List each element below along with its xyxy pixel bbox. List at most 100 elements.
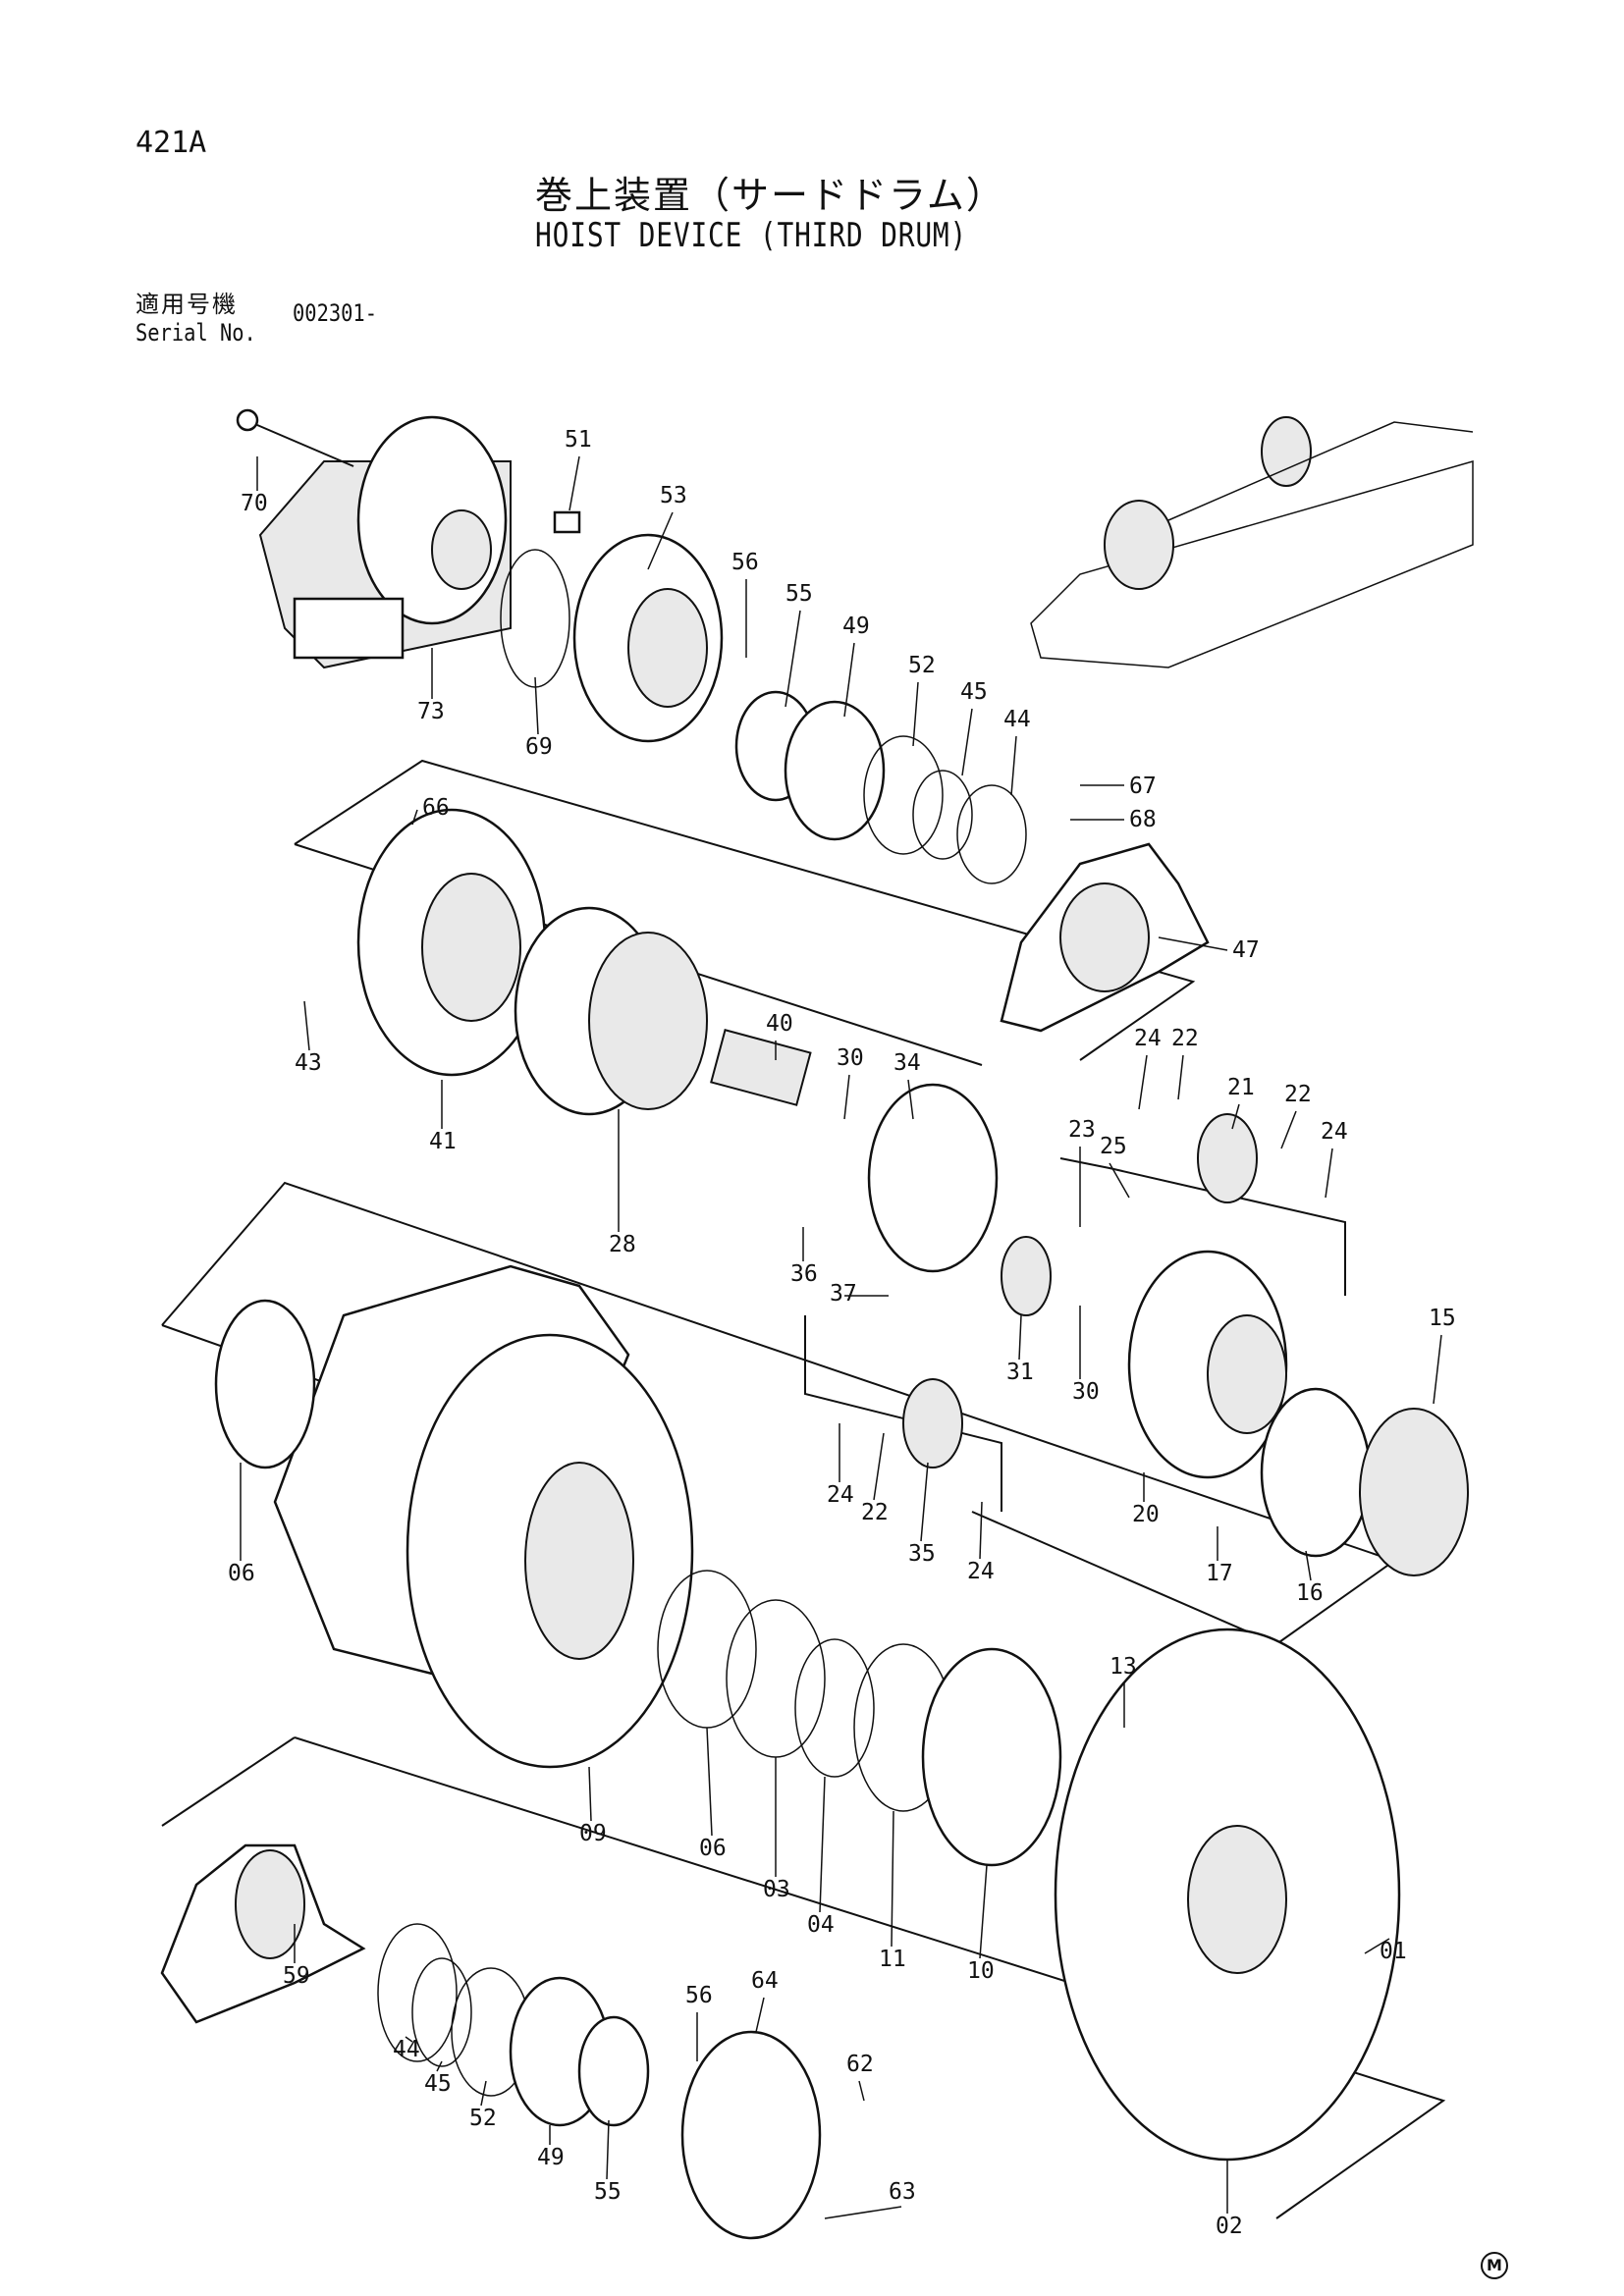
leader-line-24 — [1325, 1148, 1333, 1199]
retainer-55b — [577, 2015, 650, 2127]
part-number-label-03: 03 — [763, 1877, 790, 1902]
part-number-label-68: 68 — [1129, 807, 1157, 832]
leader-line-22 — [1280, 1110, 1297, 1149]
part-number-label-66: 66 — [422, 795, 450, 821]
serial-number: 002301- — [293, 299, 377, 327]
part-number-label-25: 25 — [1100, 1134, 1127, 1159]
part-number-label-43: 43 — [295, 1050, 322, 1076]
ring-03 — [726, 1599, 826, 1758]
leader-line-24 — [979, 1501, 983, 1560]
part-number-label-70: 70 — [241, 491, 268, 516]
part-number-label-09: 09 — [579, 1821, 607, 1846]
part-number-label-37: 37 — [830, 1281, 857, 1307]
bearing-housing-47 — [1000, 842, 1210, 1033]
bearing-housing-59 — [160, 1843, 366, 2024]
part-number-label-01: 01 — [1380, 1939, 1407, 1964]
part-number-label-49: 49 — [842, 614, 870, 639]
leader-line-45 — [436, 2060, 443, 2072]
part-number-label-36: 36 — [790, 1261, 818, 1287]
leader-line-11 — [891, 1810, 894, 1948]
leader-line-66 — [411, 809, 418, 826]
leader-line-64 — [755, 1997, 765, 2033]
part-number-label-56: 56 — [731, 550, 759, 575]
leader-line-63 — [824, 2206, 902, 2219]
carrier-41 — [356, 808, 547, 1077]
part-number-label-24: 24 — [1134, 1026, 1162, 1051]
gear-15 — [1359, 1408, 1469, 1576]
part-number-label-24: 24 — [827, 1482, 854, 1508]
leader-line-52 — [912, 681, 919, 747]
part-number-label-63: 63 — [889, 2179, 916, 2205]
leader-line-44 — [1010, 735, 1017, 796]
part-number-label-51: 51 — [565, 427, 592, 453]
title-english: HOIST DEVICE (THIRD DRUM) — [535, 216, 968, 255]
seal-44 — [956, 784, 1027, 884]
part-number-label-53: 53 — [660, 483, 687, 508]
part-number-label-04: 04 — [807, 1912, 835, 1938]
serial-label-japanese: 適用号機 — [135, 291, 238, 318]
part-number-label-10: 10 — [967, 1958, 995, 1984]
copyright-mark: M — [1481, 2252, 1508, 2279]
leader-line-25 — [1109, 1162, 1130, 1199]
leader-line-55 — [785, 610, 801, 708]
carrier-20 — [1127, 1250, 1288, 1479]
part-number-label-22: 22 — [861, 1500, 889, 1525]
part-number-label-40: 40 — [766, 1011, 793, 1037]
part-number-label-45: 45 — [960, 679, 988, 705]
drum-09 — [273, 1264, 694, 1769]
cover-64 — [680, 2030, 822, 2240]
part-number-label-28: 28 — [609, 1232, 636, 1257]
leader-line-31 — [1018, 1314, 1022, 1361]
cover-plate-53 — [572, 533, 724, 743]
machine-overview — [1030, 416, 1474, 668]
part-number-label-06: 06 — [228, 1561, 255, 1586]
leader-line-21 — [1231, 1103, 1240, 1130]
part-number-label-45: 45 — [424, 2071, 452, 2097]
leader-line-52 — [480, 2080, 487, 2107]
part-number-label-44: 44 — [393, 2037, 420, 2062]
leader-line-62 — [858, 2080, 865, 2102]
part-number-label-52: 52 — [469, 2106, 497, 2131]
leader-line-22 — [873, 1432, 885, 1501]
part-number-label-34: 34 — [893, 1050, 921, 1076]
leader-line-34 — [907, 1079, 914, 1120]
ring-04 — [794, 1638, 875, 1778]
part-number-label-21: 21 — [1227, 1075, 1255, 1100]
gear-21 — [1197, 1113, 1258, 1203]
part-number-label-02: 02 — [1216, 2214, 1243, 2239]
bearing-49 — [784, 700, 886, 841]
leader-line-16 — [1305, 1550, 1312, 1581]
part-number-label-17: 17 — [1206, 1561, 1233, 1586]
leader-line-45 — [961, 708, 973, 776]
leader-line-06 — [706, 1727, 713, 1837]
hydraulic-motor — [236, 408, 512, 669]
part-number-label-31: 31 — [1006, 1360, 1034, 1385]
leader-line-04 — [819, 1776, 826, 1913]
part-number-label-56: 56 — [685, 1983, 713, 2008]
part-number-label-13: 13 — [1110, 1654, 1137, 1680]
leader-line-10 — [979, 1864, 988, 1959]
title-japanese: 巻上装置（サードドラム） — [535, 174, 1005, 217]
part-number-label-62: 62 — [846, 2052, 874, 2077]
leader-line-44 — [405, 2036, 413, 2043]
leader-line-47 — [1158, 936, 1228, 951]
part-number-label-06: 06 — [699, 1836, 727, 1861]
part-number-label-22: 22 — [1171, 1026, 1199, 1051]
leader-line-69 — [534, 676, 539, 735]
leader-line-09 — [588, 1766, 592, 1822]
part-number-label-15: 15 — [1429, 1306, 1456, 1331]
bolt-51 — [553, 510, 581, 534]
serial-label-english: Serial No. — [135, 319, 256, 347]
part-number-label-73: 73 — [417, 699, 445, 724]
part-number-label-24: 24 — [967, 1559, 995, 1584]
leader-line-51 — [568, 455, 580, 511]
ring-gear-28 — [514, 906, 708, 1116]
gear-31 — [1001, 1236, 1052, 1316]
plate-10 — [921, 1647, 1062, 1867]
seal-44b — [377, 1923, 458, 2062]
leader-line-01 — [1364, 1938, 1390, 1954]
shaft-40 — [710, 1029, 812, 1106]
part-number-label-49: 49 — [537, 2145, 565, 2170]
ring-52 — [863, 735, 944, 855]
plate-16 — [1260, 1387, 1372, 1558]
